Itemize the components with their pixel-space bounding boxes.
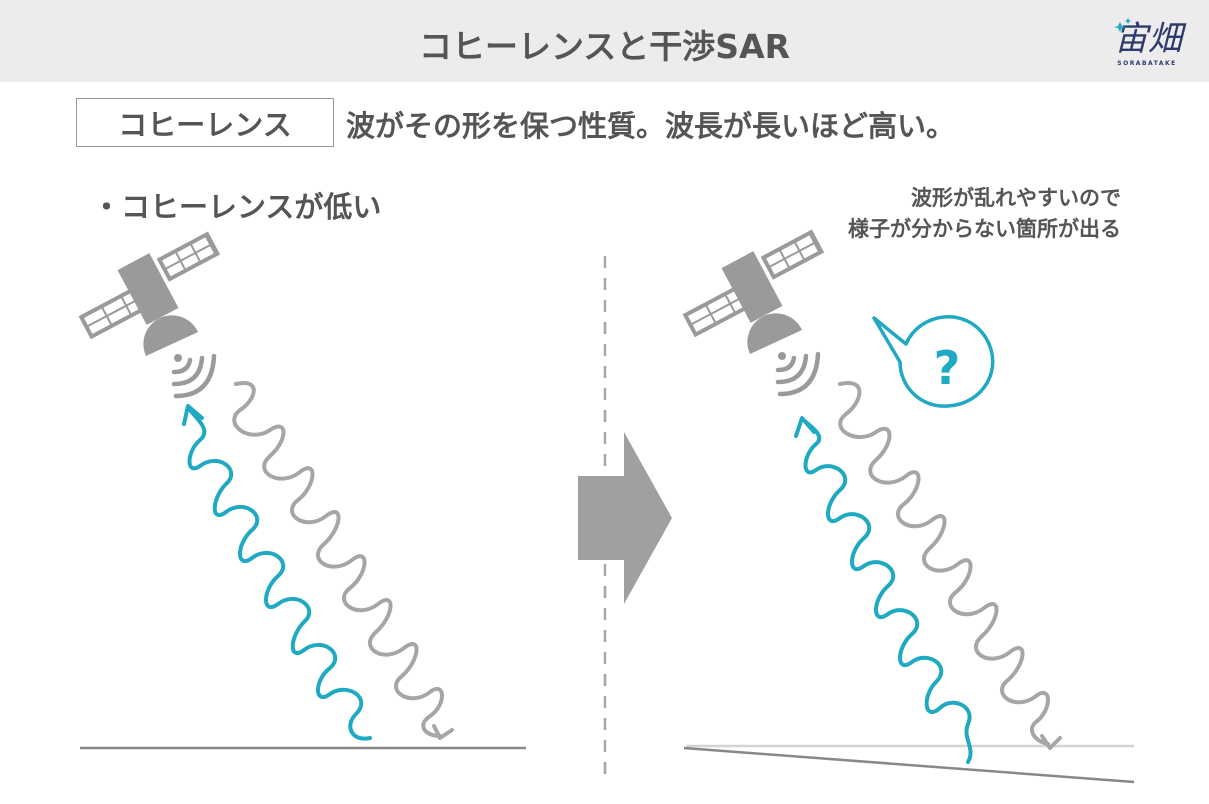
left-panel-heading: ・コヒーレンスが低い bbox=[92, 190, 382, 224]
sorabatake-logo: 宙畑 bbox=[1114, 18, 1187, 59]
satellite-icon-left bbox=[79, 232, 221, 396]
definition-text: 波がその形を保つ性質。波長が長いほど高い。 bbox=[346, 109, 956, 143]
question-bubble: ? bbox=[872, 315, 995, 408]
page-title: コヒーレンスと干渉SAR bbox=[418, 27, 791, 66]
return-wave-left bbox=[187, 408, 372, 741]
logo-subtext: SORABATAKE bbox=[1117, 60, 1177, 67]
satellite-icon-right bbox=[683, 230, 825, 394]
ground-tilted-line-right bbox=[683, 746, 1135, 784]
return-wave-arrowhead-left bbox=[182, 404, 204, 426]
outgoing-wave-arrowhead-left bbox=[432, 724, 454, 740]
logo-sparkle-icon bbox=[1114, 22, 1126, 32]
logo-sparkle-small-icon bbox=[1125, 18, 1131, 24]
return-wave-right bbox=[803, 420, 973, 764]
logo-text: 宙畑 bbox=[1114, 19, 1187, 59]
question-mark-icon: ? bbox=[934, 341, 961, 395]
outgoing-wave-arrowhead-right bbox=[1040, 734, 1062, 750]
transition-arrow-icon bbox=[578, 432, 672, 604]
term-box: コヒーレンス bbox=[76, 98, 334, 147]
outgoing-wave-left bbox=[232, 381, 444, 738]
note-line-2: 様子が分からない箇所が出る bbox=[848, 217, 1121, 241]
header-bar bbox=[0, 0, 1209, 82]
return-wave-arrowhead-right bbox=[794, 416, 816, 438]
right-panel-note: 波形が乱れやすいので 様子が分からない箇所が出る bbox=[848, 183, 1121, 245]
note-line-1: 波形が乱れやすいので bbox=[911, 186, 1121, 210]
outgoing-wave-right bbox=[838, 381, 1050, 746]
